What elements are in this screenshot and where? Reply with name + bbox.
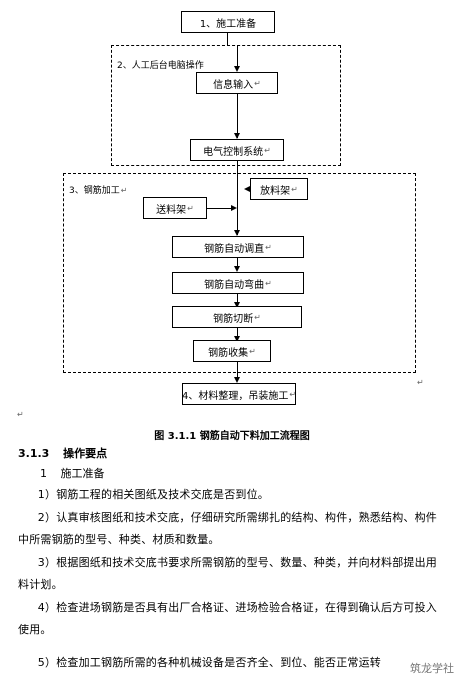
step-1-box: 1、施工准备: [181, 11, 275, 33]
paragraph-mark: ↵: [417, 378, 424, 387]
info-input-label: 信息输入: [213, 79, 254, 91]
connector-7: [237, 294, 238, 306]
subsection-number: 1: [40, 467, 47, 480]
connector-6: [237, 258, 238, 270]
figure-caption: 图 3.1.1 钢筋自动下料加工流程图: [0, 427, 464, 442]
paragraph-mark: ↵: [264, 145, 271, 155]
group-2-frame: [111, 45, 341, 166]
pneumatic-control-label: 电气控制系统: [203, 146, 264, 158]
auto-bend-box: 钢筋自动弯曲 ↵: [172, 272, 304, 294]
cutting-label: 钢筋切断: [213, 313, 254, 325]
connector-3: [237, 94, 238, 138]
arrow-5: [234, 230, 240, 236]
feeding-label: 送料架: [156, 204, 187, 216]
subsection-heading: 1 施工准备: [40, 465, 105, 481]
connector-8: [237, 328, 238, 340]
figure-caption-text: 图 3.1.1 钢筋自动下料加工流程图: [154, 431, 310, 442]
arrow-3: [234, 133, 240, 139]
arrow-8: [234, 336, 240, 342]
material-release-box: 放料架 ↵: [250, 178, 308, 200]
paragraph-mark: ↵: [17, 410, 24, 419]
section-heading: 3.1.3 操作要点: [18, 445, 107, 461]
paragraph-5: 5）检查加工钢筋所需的各种机械设备是否齐全、到位、能否正常运转: [37, 656, 381, 669]
collection-box: 钢筋收集 ↵: [193, 340, 271, 362]
connector-2: [237, 45, 238, 68]
paragraph-mark: ↵: [254, 78, 261, 88]
paragraph-mark: ↵: [265, 278, 272, 288]
paragraph-mark: ↵: [254, 312, 261, 322]
material-release-label: 放料架: [260, 185, 291, 197]
info-input-box: 信息输入 ↵: [196, 72, 278, 94]
group-3-frame: [63, 173, 416, 373]
paragraph-mark: ↵: [265, 242, 272, 252]
cutting-box: 钢筋切断 ↵: [172, 306, 302, 328]
auto-straighten-box: 钢筋自动调直 ↵: [172, 236, 304, 258]
feeding-box: 送料架 ↵: [143, 197, 207, 219]
group-3-label: 3、钢筋加工↵: [69, 183, 127, 196]
arrow-2: [234, 66, 240, 72]
arrow-release: [244, 186, 250, 192]
arrow-7: [234, 302, 240, 308]
collection-label: 钢筋收集: [208, 347, 249, 359]
step-4-box: 4、材料整理，吊装施工 ↵: [182, 383, 296, 405]
subsection-title: 施工准备: [60, 467, 105, 480]
connector-1: [227, 33, 228, 45]
group-2-label: 2、人工后台电脑操作: [117, 61, 204, 71]
paragraph-mark: ↵: [291, 184, 298, 194]
watermark: 筑龙学社: [410, 662, 454, 675]
arrow-6: [234, 266, 240, 272]
paragraph-mark: ↵: [120, 186, 128, 195]
paragraph-mark: ↵: [249, 346, 256, 356]
connector-feed: [207, 208, 234, 209]
auto-straighten-label: 钢筋自动调直: [204, 243, 265, 255]
auto-bend-label: 钢筋自动弯曲: [204, 279, 265, 291]
group-3-label-text: 3、钢筋加工: [69, 186, 120, 196]
connector-9: [237, 362, 238, 380]
arrow-feed: [231, 205, 237, 211]
connector-4: [237, 161, 238, 173]
section-title: 操作要点: [63, 447, 108, 460]
step-4-label: 4、材料整理，吊装施工: [181, 390, 289, 402]
arrow-9: [234, 377, 240, 383]
paragraph-3: 3）根据图纸和技术交底书要求所需钢筋的型号、数量、种类，并向材料部提出用料计划。: [18, 556, 437, 591]
paragraph-mark: ↵: [187, 203, 194, 213]
paragraph-1: 1）钢筋工程的相关图纸及技术交底是否到位。: [37, 488, 269, 501]
step-1-label: 1、施工准备: [199, 18, 257, 30]
connector-5: [237, 173, 238, 235]
paragraph-mark: ↵: [289, 389, 297, 399]
section-number: 3.1.3: [18, 447, 50, 460]
pneumatic-control-box: 电气控制系统 ↵: [190, 139, 284, 161]
paragraph-4: 4）检查进场钢筋是否具有出厂合格证、进场检验合格证，在得到确认后方可投入使用。: [18, 601, 437, 636]
paragraph-2: 2）认真审核图纸和技术交底，仔细研究所需绑扎的结构、构件，熟悉结构、构件中所需钢…: [18, 511, 437, 546]
